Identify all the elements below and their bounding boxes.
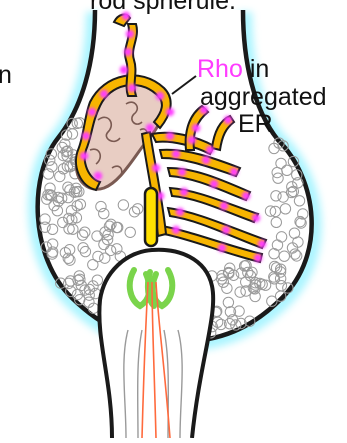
rho-punctum: [176, 208, 184, 216]
rho-punctum: [206, 146, 214, 154]
synaptic-ribbon: [145, 188, 157, 246]
rho-punctum: [88, 108, 96, 116]
rho-punctum: [172, 150, 180, 158]
title-fragment-label: rod spherule.: [90, 0, 236, 14]
rho-punctum: [178, 168, 186, 176]
rho-in-text: in: [243, 55, 269, 83]
rho-punctum: [188, 136, 196, 144]
rho-punctum: [156, 92, 164, 100]
rho-punctum: [224, 116, 232, 124]
left-fragment-label: n: [0, 62, 12, 88]
rho-punctum: [166, 108, 174, 116]
rho-punctum: [94, 172, 102, 180]
rho-punctum: [172, 226, 180, 234]
rho-punctum: [120, 66, 128, 74]
rho-punctum: [180, 188, 188, 196]
rho-punctum: [254, 254, 262, 262]
rho-punctum: [222, 226, 230, 234]
rho-punctum: [230, 168, 238, 176]
rho-punctum: [146, 124, 154, 132]
rho-punctum: [152, 164, 160, 172]
aggregated-label: aggregated: [200, 84, 327, 110]
rho-label-line1: Rho in: [197, 56, 269, 82]
rho-punctum: [218, 244, 226, 252]
rho-punctum: [202, 156, 210, 164]
rho-punctum: [80, 152, 88, 160]
rho-punctum: [192, 124, 200, 132]
rho-accent-text: Rho: [197, 55, 243, 83]
er-label: ER: [238, 111, 273, 137]
rho-punctum: [220, 202, 228, 210]
rho-punctum: [166, 132, 174, 140]
rho-punctum: [210, 180, 218, 188]
rho-punctum: [100, 90, 108, 98]
rho-punctum: [82, 132, 90, 140]
rho-punctum: [126, 30, 134, 38]
rho-punctum: [124, 48, 132, 56]
rho-punctum: [128, 84, 136, 92]
rho-punctum: [258, 240, 266, 248]
rho-punctum: [252, 214, 260, 222]
rho-punctum: [242, 192, 250, 200]
